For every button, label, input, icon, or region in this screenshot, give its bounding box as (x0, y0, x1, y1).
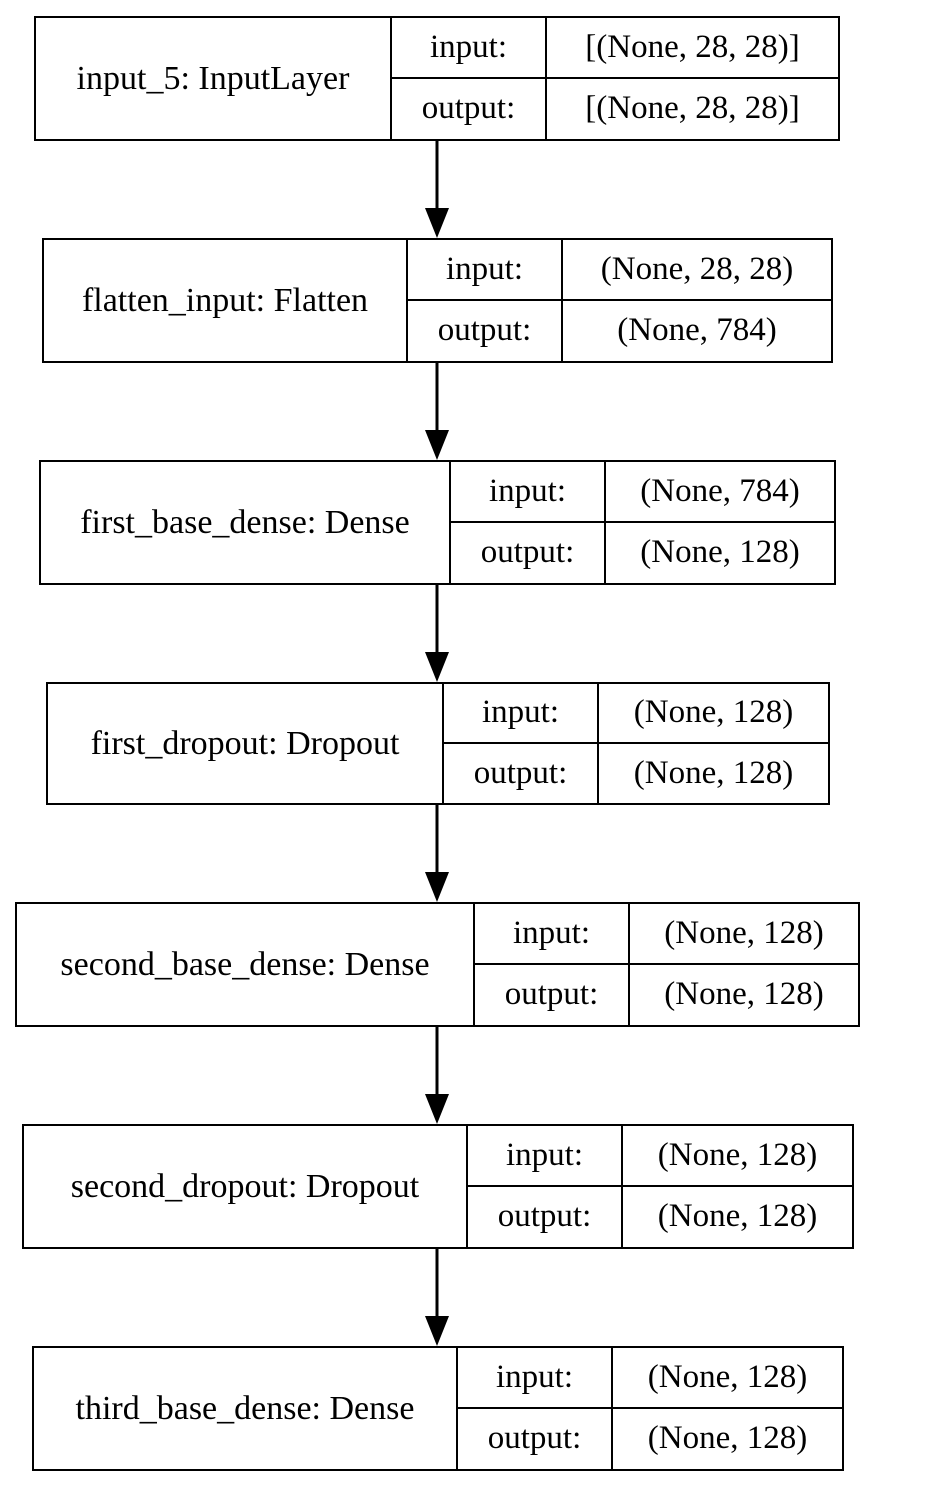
output-shape: (None, 128) (633, 754, 794, 791)
arrowhead-icon (425, 652, 449, 682)
input-label: input: (444, 684, 599, 742)
edge-2 (425, 584, 449, 682)
input-shape: (None, 128) (633, 694, 794, 731)
output-shape: (None, 128) (647, 1420, 808, 1457)
output-shape: (None, 128) (640, 534, 800, 571)
output-label: output: (408, 300, 563, 361)
layer-node-input: input_5: InputLayer input: [(None, 28, 2… (34, 16, 840, 141)
layer-node-third-base-dense: third_base_dense: Dense input: (None, 12… (32, 1346, 844, 1471)
layer-node-flatten: flatten_input: Flatten input: (None, 28,… (42, 238, 833, 363)
layer-title: input_5: InputLayer (36, 18, 392, 139)
edge-4 (425, 1026, 449, 1124)
edge-1 (425, 362, 449, 460)
edge-3 (425, 804, 449, 902)
input-label: input: (468, 1126, 623, 1185)
layer-shapes: input: (None, 128) output: (None, 128) (475, 904, 858, 1025)
layer-title: second_dropout: Dropout (24, 1126, 468, 1247)
layer-shapes: input: (None, 128) output: (None, 128) (444, 684, 828, 803)
output-shape: (None, 128) (657, 1198, 818, 1235)
layer-node-first-dropout: first_dropout: Dropout input: (None, 128… (46, 682, 830, 805)
output-label: output: (475, 964, 630, 1025)
output-label: output: (468, 1186, 623, 1247)
layer-shapes: input: [(None, 28, 28)] output: [(None, … (392, 18, 838, 139)
layer-shapes: input: (None, 28, 28) output: (None, 784… (408, 240, 831, 361)
layer-node-second-base-dense: second_base_dense: Dense input: (None, 1… (15, 902, 860, 1027)
input-shape: (None, 128) (647, 1358, 808, 1395)
layer-node-first-base-dense: first_base_dense: Dense input: (None, 78… (39, 460, 836, 585)
arrowhead-icon (425, 430, 449, 460)
input-shape: (None, 784) (640, 472, 800, 509)
edge-5 (425, 1248, 449, 1346)
input-shape: (None, 128) (664, 914, 824, 951)
layer-node-second-dropout: second_dropout: Dropout input: (None, 12… (22, 1124, 854, 1249)
arrowhead-icon (425, 872, 449, 902)
input-label: input: (458, 1348, 613, 1407)
output-shape: (None, 128) (664, 976, 824, 1013)
input-shape: [(None, 28, 28)] (585, 28, 800, 65)
output-label: output: (392, 78, 547, 139)
layer-shapes: input: (None, 784) output: (None, 128) (451, 462, 834, 583)
input-label: input: (408, 240, 563, 299)
arrowhead-icon (425, 1094, 449, 1124)
input-label: input: (475, 904, 630, 963)
edge-0 (425, 140, 449, 238)
input-label: input: (451, 462, 606, 521)
output-shape: [(None, 28, 28)] (585, 90, 800, 127)
layer-title: first_base_dense: Dense (41, 462, 451, 583)
output-label: output: (458, 1408, 613, 1469)
input-shape: (None, 128) (657, 1136, 818, 1173)
layer-shapes: input: (None, 128) output: (None, 128) (468, 1126, 852, 1247)
layer-title: second_base_dense: Dense (17, 904, 475, 1025)
arrowhead-icon (425, 1316, 449, 1346)
layer-title: third_base_dense: Dense (34, 1348, 458, 1469)
input-label: input: (392, 18, 547, 77)
layer-title: first_dropout: Dropout (48, 684, 444, 803)
input-shape: (None, 28, 28) (600, 250, 794, 287)
output-shape: (None, 784) (617, 312, 777, 349)
output-label: output: (444, 743, 599, 803)
output-label: output: (451, 522, 606, 583)
layer-title: flatten_input: Flatten (44, 240, 408, 361)
arrowhead-icon (425, 208, 449, 238)
layer-shapes: input: (None, 128) output: (None, 128) (458, 1348, 842, 1469)
